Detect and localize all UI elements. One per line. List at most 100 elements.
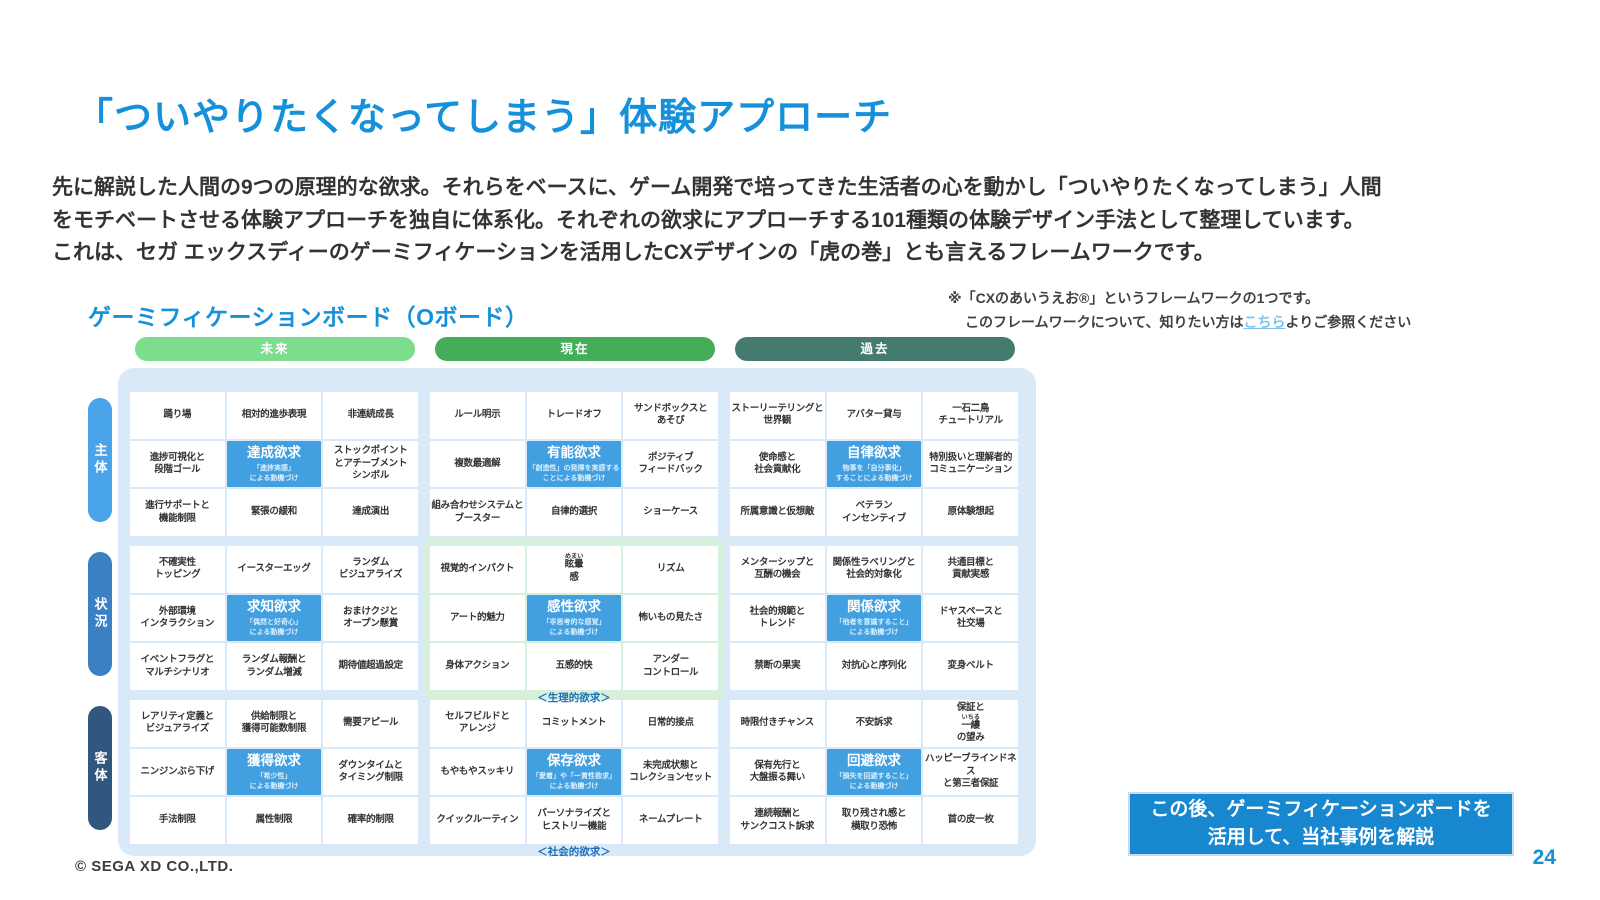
method-cell: 不確実性 トッピング: [130, 546, 225, 593]
method-cell: 進捗可視化と 段階ゴール: [130, 440, 225, 488]
method-cell: ストックポイント とアチーブメント シンボル: [323, 440, 418, 488]
method-cell: イベントフラグと マルチシナリオ: [130, 643, 225, 690]
board-block-客体-現在: セルフビルドと アレンジコミットメント日常的接点もやもやスッキリ保存欲求「愛着」…: [430, 700, 718, 844]
method-cell: 保証と一縷いちるの望み: [923, 700, 1018, 747]
page-number: 24: [1532, 846, 1556, 869]
method-cell: 不安訴求: [826, 700, 922, 747]
column-header-future: 未来: [135, 337, 415, 361]
desire-cell: 獲得欲求「希少性」 による動機づけ: [226, 748, 322, 796]
method-cell: 対抗心と序列化: [826, 643, 922, 690]
method-cell: 禁断の果実: [730, 643, 825, 690]
callout-line-1: この後、ゲーミフィケーションボードを: [1150, 798, 1492, 820]
desire-subtitle: 「他者を意識すること」 による動機づけ: [835, 618, 913, 636]
board-block-客体-未来: レアリティ定義と ビジュアライズ供給制限と 獲得可能数制限需要アピールニンジンぶ…: [130, 700, 418, 844]
method-cell: 所属意識と仮想敵: [730, 489, 825, 536]
method-cell: 外部環境 インタラクション: [130, 594, 225, 642]
desire-subtitle: 「進捗実感」 による動機づけ: [249, 464, 299, 482]
callout-line-2: 活用して、当社事例を解説: [1207, 827, 1435, 848]
method-cell: 組み合わせシステムと ブースター: [430, 489, 525, 536]
method-cell: パーソナライズと ヒストリー機能: [526, 797, 622, 844]
desire-cell: 達成欲求「進捗実感」 による動機づけ: [226, 440, 322, 488]
method-cell: ルール明示: [430, 392, 525, 439]
method-cell: ストーリーテリングと 世界観: [730, 392, 825, 439]
method-cell: 五感的快: [526, 643, 622, 690]
desire-title: 獲得欲求: [246, 753, 301, 769]
method-cell: レアリティ定義と ビジュアライズ: [130, 700, 225, 747]
board-block-状況-過去: メンターシップと 互酬の機会関係性ラベリングと 社会的対象化共通目標と 貢献実感…: [730, 546, 1018, 690]
method-cell: 複数最適解: [430, 440, 525, 488]
desire-title: 求知欲求: [246, 599, 301, 615]
method-cell: 関係性ラベリングと 社会的対象化: [826, 546, 922, 593]
desire-subtitle: 「非思考的な感覚」 による動機づけ: [542, 618, 606, 636]
method-cell: セルフビルドと アレンジ: [430, 700, 525, 747]
method-cell: クイックルーティン: [430, 797, 525, 844]
desire-title: 関係欲求: [846, 599, 901, 615]
method-cell: アート的魅力: [430, 594, 525, 642]
method-cell: 手法制限: [130, 797, 225, 844]
method-cell: 眩暈めまい感: [526, 546, 622, 593]
copyright: © SEGA XD CO.,LTD.: [75, 858, 234, 875]
method-cell: ネームプレート: [623, 797, 718, 844]
method-cell: 進行サポートと 機能制限: [130, 489, 225, 536]
board-block-状況-未来: 不確実性 トッピングイースターエッグランダム ビジュアライズ外部環境 インタラク…: [130, 546, 418, 690]
method-cell: 期待値超過設定: [323, 643, 418, 690]
method-cell: 一石二鳥 チュートリアル: [923, 392, 1018, 439]
method-cell: ダウンタイムと タイミング制限: [323, 748, 418, 796]
method-cell: ドヤスペースと 社交場: [923, 594, 1018, 642]
method-cell: 時限付きチャンス: [730, 700, 825, 747]
desire-subtitle: 「創造性」の発揮を実感する ことによる動機づけ: [528, 464, 620, 482]
desire-cell: 回避欲求「損失を回避すること」 による動機づけ: [826, 748, 922, 796]
intro-paragraph: 先に解説した人間の9つの原理的な欲求。それらをベースに、ゲーム開発で培ってきた生…: [52, 172, 1532, 270]
board-block-客体-過去: 時限付きチャンス不安訴求保証と一縷いちるの望み保有先行と 大盤振る舞い回避欲求「…: [730, 700, 1018, 844]
row-header-object: 客体: [88, 706, 112, 830]
framework-note: ※「CXのあいうえお®」というフレームワークの1つです。 このフレームワークにつ…: [948, 287, 1411, 335]
method-cell: 首の皮一枚: [923, 797, 1018, 844]
note-line-1: ※「CXのあいうえお®」というフレームワークの1つです。: [948, 290, 1320, 306]
board-block-主体-未来: 踊り場相対的進歩表現非連続成長進捗可視化と 段階ゴール達成欲求「進捗実感」 によ…: [130, 392, 418, 536]
method-cell: 取り残され感と 横取り恐怖: [826, 797, 922, 844]
page-title: 「ついやりたくなってしまう」体験アプローチ: [75, 97, 893, 139]
method-cell: ショーケース: [623, 489, 718, 536]
gamification-board: 踊り場相対的進歩表現非連続成長進捗可視化と 段階ゴール達成欲求「進捗実感」 によ…: [118, 368, 1036, 858]
method-cell: トレードオフ: [526, 392, 622, 439]
kochira-link[interactable]: こちら: [1243, 313, 1286, 330]
column-header-present: 現在: [435, 337, 715, 361]
method-cell: 供給制限と 獲得可能数制限: [226, 700, 322, 747]
desire-title: 有能欲求: [546, 445, 601, 461]
board-block-主体-現在: ルール明示トレードオフサンドボックスと あそび複数最適解有能欲求「創造性」の発揮…: [430, 392, 718, 536]
desire-subtitle: 物事を「自分事化」 することによる動機づけ: [835, 464, 913, 482]
intro-line-2: をモチベートさせる体験アプローチを独自に体系化。それぞれの欲求にアプローチする1…: [52, 208, 1365, 232]
board-block-状況-現在: 視覚的インパクト眩暈めまい感リズムアート的魅力感性欲求「非思考的な感覚」 による…: [430, 546, 718, 690]
method-cell: コミットメント: [526, 700, 622, 747]
desire-title: 保存欲求: [546, 753, 601, 769]
method-cell: アンダー コントロール: [623, 643, 718, 690]
physiological-desire-label: ＜生理的欲求＞: [537, 692, 611, 704]
method-cell: ランダム報酬と ランダム増減: [226, 643, 322, 690]
method-cell: 未完成状態と コレクションセット: [623, 748, 718, 796]
social-desire-label: ＜社会的欲求＞: [537, 846, 611, 858]
desire-cell: 関係欲求「他者を意識すること」 による動機づけ: [826, 594, 922, 642]
method-cell: 身体アクション: [430, 643, 525, 690]
method-cell: 踊り場: [130, 392, 225, 439]
row-header-subject: 主体: [88, 398, 112, 522]
method-cell: 視覚的インパクト: [430, 546, 525, 593]
desire-subtitle: 「偶然と好奇心」 による動機づけ: [245, 618, 302, 636]
method-cell: 怖いもの見たさ: [623, 594, 718, 642]
method-cell: 緊張の緩和: [226, 489, 322, 536]
method-cell: 自律的選択: [526, 489, 622, 536]
method-cell: メンターシップと 互酬の機会: [730, 546, 825, 593]
desire-title: 自律欲求: [846, 445, 901, 461]
method-cell: ハッピーブラインドネス と第三者保証: [923, 748, 1018, 796]
method-cell: イースターエッグ: [226, 546, 322, 593]
next-section-callout: この後、ゲーミフィケーションボードを 活用して、当社事例を解説: [1128, 792, 1514, 856]
desire-cell: 感性欲求「非思考的な感覚」 による動機づけ: [526, 594, 622, 642]
method-cell: 属性制限: [226, 797, 322, 844]
method-cell: 社会的規範と トレンド: [730, 594, 825, 642]
desire-title: 達成欲求: [246, 445, 301, 461]
method-cell: 共通目標と 貢献実感: [923, 546, 1018, 593]
method-cell: ニンジンぶら下げ: [130, 748, 225, 796]
desire-cell: 保存欲求「愛着」や「一貫性欲求」 による動機づけ: [526, 748, 622, 796]
method-cell: 達成演出: [323, 489, 418, 536]
intro-line-1: 先に解説した人間の9つの原理的な欲求。それらをベースに、ゲーム開発で培ってきた生…: [52, 176, 1382, 199]
intro-line-3: これは、セガ エックスディーのゲーミフィケーションを活用したCXデザインの「虎の…: [52, 241, 1215, 265]
